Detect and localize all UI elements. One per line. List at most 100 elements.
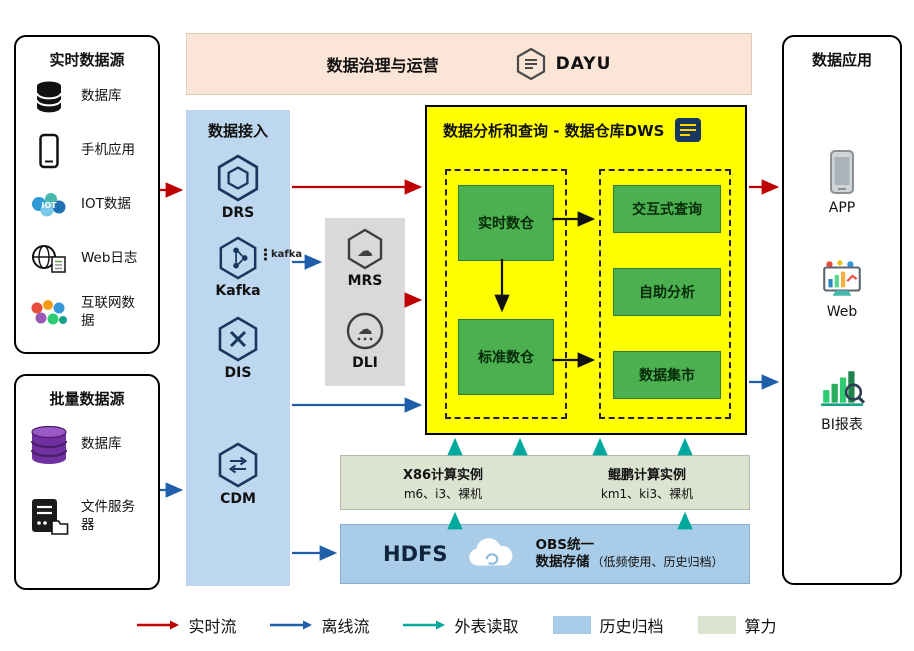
- realtime-sources-box: 实时数据源 数据库 手机应用: [14, 35, 160, 354]
- obs-storage-text: OBS统一 数据存储 （低频使用、历史归档）: [535, 537, 723, 571]
- file-server-icon: [26, 497, 72, 537]
- source-item-iot: IOT IOT数据: [16, 178, 158, 232]
- dws-service-group: 交互式查询 自助分析 数据集市: [599, 169, 731, 419]
- legend-item-external-read: 外表读取: [403, 613, 519, 637]
- database-icon: [26, 80, 72, 114]
- legend-item-compute-power: 算力: [697, 613, 777, 637]
- source-item-batch-database: 数据库: [16, 409, 158, 481]
- storage-strip: HDFS OBS统一 数据存储 （低频使用、历史归档）: [340, 524, 750, 584]
- svg-text:☁: ☁: [358, 320, 373, 338]
- app-item-web: Web: [784, 259, 900, 320]
- governance-title: 数据治理与运营: [326, 56, 439, 75]
- source-item-label: 数据库: [81, 436, 122, 453]
- source-item-mobile: 手机应用: [16, 124, 158, 178]
- batch-sources-title: 批量数据源: [49, 390, 125, 408]
- applications-title: 数据应用: [811, 51, 872, 69]
- source-item-file-server: 文件服务器: [16, 481, 158, 553]
- kafka-logo-badge: kafka: [261, 248, 302, 261]
- obs-cloud-icon: [467, 538, 515, 570]
- service-data-mart: 数据集市: [613, 351, 721, 399]
- compute-kunpeng: 鲲鹏计算实例 km1、ki3、裸机: [545, 456, 749, 509]
- service-interactive-query: 交互式查询: [613, 185, 721, 233]
- processing-box: ☁ MRS ☁ DLI: [325, 218, 405, 386]
- compute-power-swatch: [697, 616, 736, 634]
- compute-kunpeng-subtitle: km1、ki3、裸机: [600, 486, 694, 501]
- compute-x86-title: X86计算实例: [402, 467, 484, 483]
- app-item-label: APP: [828, 200, 856, 216]
- processing-item-label: MRS: [347, 273, 383, 289]
- globe-document-icon: [26, 244, 72, 274]
- obs-line2: 数据存储: [535, 554, 590, 570]
- offline-flow-arrow-icon: [270, 620, 313, 630]
- processing-item-dli: ☁ DLI: [325, 310, 405, 371]
- mrs-hexagon-icon: ☁: [345, 228, 385, 270]
- source-item-label: 数据库: [81, 88, 122, 105]
- iot-wordcloud-icon: IOT: [26, 191, 72, 219]
- processing-item-mrs: ☁ MRS: [325, 228, 405, 289]
- dayu-hexagon-icon: [515, 47, 547, 81]
- web-monitor-icon: [819, 259, 865, 299]
- app-item-label: BI报表: [821, 417, 863, 433]
- ingestion-item-label: DRS: [221, 205, 255, 221]
- dli-cloud-icon: ☁: [345, 310, 385, 352]
- dayu-brand-label: DAYU: [555, 54, 612, 74]
- obs-line1: OBS统一: [535, 537, 594, 554]
- app-phone-icon: [828, 149, 856, 195]
- database-stack-icon: [26, 423, 72, 467]
- ingestion-column: 数据接入 DRS: [186, 110, 302, 586]
- ingestion-title: 数据接入: [207, 122, 268, 140]
- ingestion-item-label: Kafka: [215, 283, 261, 299]
- processing-item-label: DLI: [352, 355, 378, 371]
- legend-label: 外表读取: [454, 617, 519, 636]
- source-item-label: Web日志: [81, 250, 138, 267]
- svg-text:IOT: IOT: [41, 201, 57, 210]
- dws-warehouse-group: 实时数仓 标准数仓: [445, 169, 567, 419]
- service-self-analysis: 自助分析: [613, 268, 721, 316]
- source-item-label: 互联网数据: [81, 295, 135, 329]
- ingestion-item-cdm: CDM: [186, 442, 290, 507]
- compute-strip: X86计算实例 m6、i3、裸机 鲲鹏计算实例 km1、ki3、裸机: [340, 455, 750, 510]
- dws-title: 数据分析和查询 - 数据仓库DWS: [443, 117, 702, 143]
- legend-label: 离线流: [321, 617, 370, 636]
- warehouse-realtime: 实时数仓: [458, 185, 554, 261]
- svg-text:☁: ☁: [357, 241, 373, 260]
- source-item-internet: 互联网数据: [16, 286, 158, 340]
- cdm-hexagon-icon: [216, 442, 260, 488]
- dws-box: 数据分析和查询 - 数据仓库DWS 实时数仓 标准数仓 交互式查询 自助分析 数…: [425, 105, 747, 435]
- kafka-hexagon-icon: kafka: [217, 236, 302, 280]
- legend-label: 算力: [744, 617, 777, 636]
- ingestion-item-label: DIS: [224, 365, 252, 381]
- compute-x86: X86计算实例 m6、i3、裸机: [341, 456, 545, 509]
- ingestion-item-dis: DIS: [186, 316, 290, 381]
- batch-sources-box: 批量数据源 数据库: [14, 374, 160, 590]
- legend-item-realtime-flow: 实时流: [137, 613, 236, 637]
- obs-note: （低频使用、历史归档）: [591, 555, 724, 569]
- ingestion-item-kafka: kafka Kafka: [186, 236, 302, 299]
- source-item-label: IOT数据: [81, 196, 131, 213]
- legend-item-offline-flow: 离线流: [270, 613, 369, 637]
- app-item-label: Web: [826, 304, 858, 320]
- legend-label: 历史归档: [599, 617, 664, 636]
- legend-item-history-archive: 历史归档: [552, 613, 664, 637]
- dws-appliance-icon: [674, 117, 702, 143]
- compute-kunpeng-title: 鲲鹏计算实例: [607, 467, 686, 483]
- hdfs-label: HDFS: [383, 542, 448, 566]
- dws-title-label: 数据分析和查询 - 数据仓库DWS: [443, 121, 665, 140]
- bi-report-icon: [819, 367, 865, 409]
- warehouse-standard: 标准数仓: [458, 319, 554, 395]
- external-read-arrow-icon: [403, 620, 446, 630]
- governance-banner: 数据治理与运营 DAYU: [186, 33, 752, 95]
- mobile-phone-icon: [26, 133, 72, 169]
- source-item-label: 手机应用: [81, 142, 135, 159]
- ingestion-item-label: CDM: [220, 491, 256, 507]
- source-item-label: 文件服务器: [81, 499, 135, 533]
- legend-label: 实时流: [188, 617, 237, 636]
- applications-box: 数据应用 APP: [782, 35, 902, 585]
- app-item-bi: BI报表: [784, 367, 900, 434]
- realtime-flow-arrow-icon: [137, 620, 180, 630]
- dis-hexagon-icon: [216, 316, 260, 362]
- legend: 实时流 离线流 外表读取 历史归档 算力: [0, 613, 914, 637]
- ingestion-item-drs: DRS: [186, 154, 290, 221]
- history-archive-swatch: [552, 616, 591, 634]
